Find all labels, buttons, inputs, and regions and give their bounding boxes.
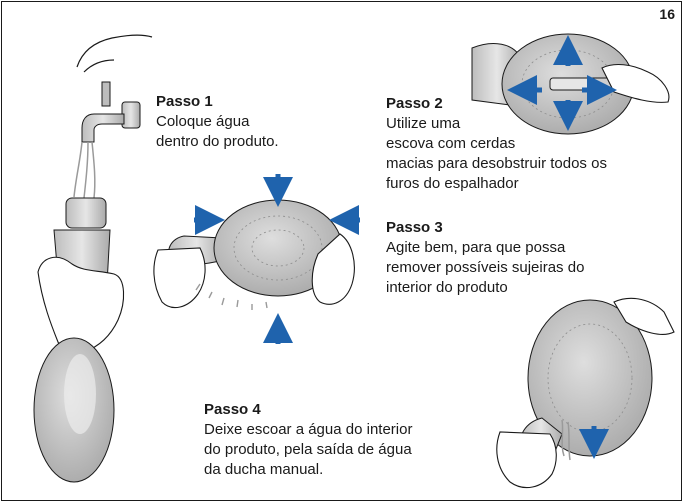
step2-illustration — [471, 33, 670, 135]
step1-line: Coloque água — [156, 113, 250, 130]
step2-line: furos do espalhador — [386, 175, 519, 192]
step4-text: Passo 4 Deixe escoar a água do interior … — [204, 400, 412, 480]
step2-title: Passo 2 — [386, 95, 443, 112]
step2-text: Passo 2 Utilize uma escova com cerdas ma… — [386, 94, 607, 194]
step3-illustration — [153, 174, 360, 344]
step3-line: Agite bem, para que possa — [386, 239, 566, 256]
step1-line: dentro do produto. — [156, 133, 279, 150]
hand-on-tap-icon — [76, 34, 153, 73]
step2-line: Utilize uma — [386, 115, 461, 132]
step2-line: escova com cerdas — [386, 135, 516, 152]
step4-illustration — [496, 297, 675, 489]
step4-title: Passo 4 — [204, 401, 261, 418]
step1-title: Passo 1 — [156, 93, 213, 110]
step4-line: da ducha manual. — [204, 461, 324, 478]
step3-title: Passo 3 — [386, 219, 443, 236]
step1-illustration — [33, 34, 153, 483]
step3-text: Passo 3 Agite bem, para que possa remove… — [386, 218, 584, 298]
step3-line: interior do produto — [386, 279, 508, 296]
step4-line: do produto, pela saída de água — [204, 441, 412, 458]
step4-line: Deixe escoar a água do interior — [204, 421, 413, 438]
step3-line: remover possíveis sujeiras do — [386, 259, 585, 276]
step1-text: Passo 1 Coloque água dentro do produto. — [156, 92, 279, 152]
page-number: 16 — [659, 6, 675, 22]
step2-line: macias para desobstruir todos os — [386, 155, 607, 172]
